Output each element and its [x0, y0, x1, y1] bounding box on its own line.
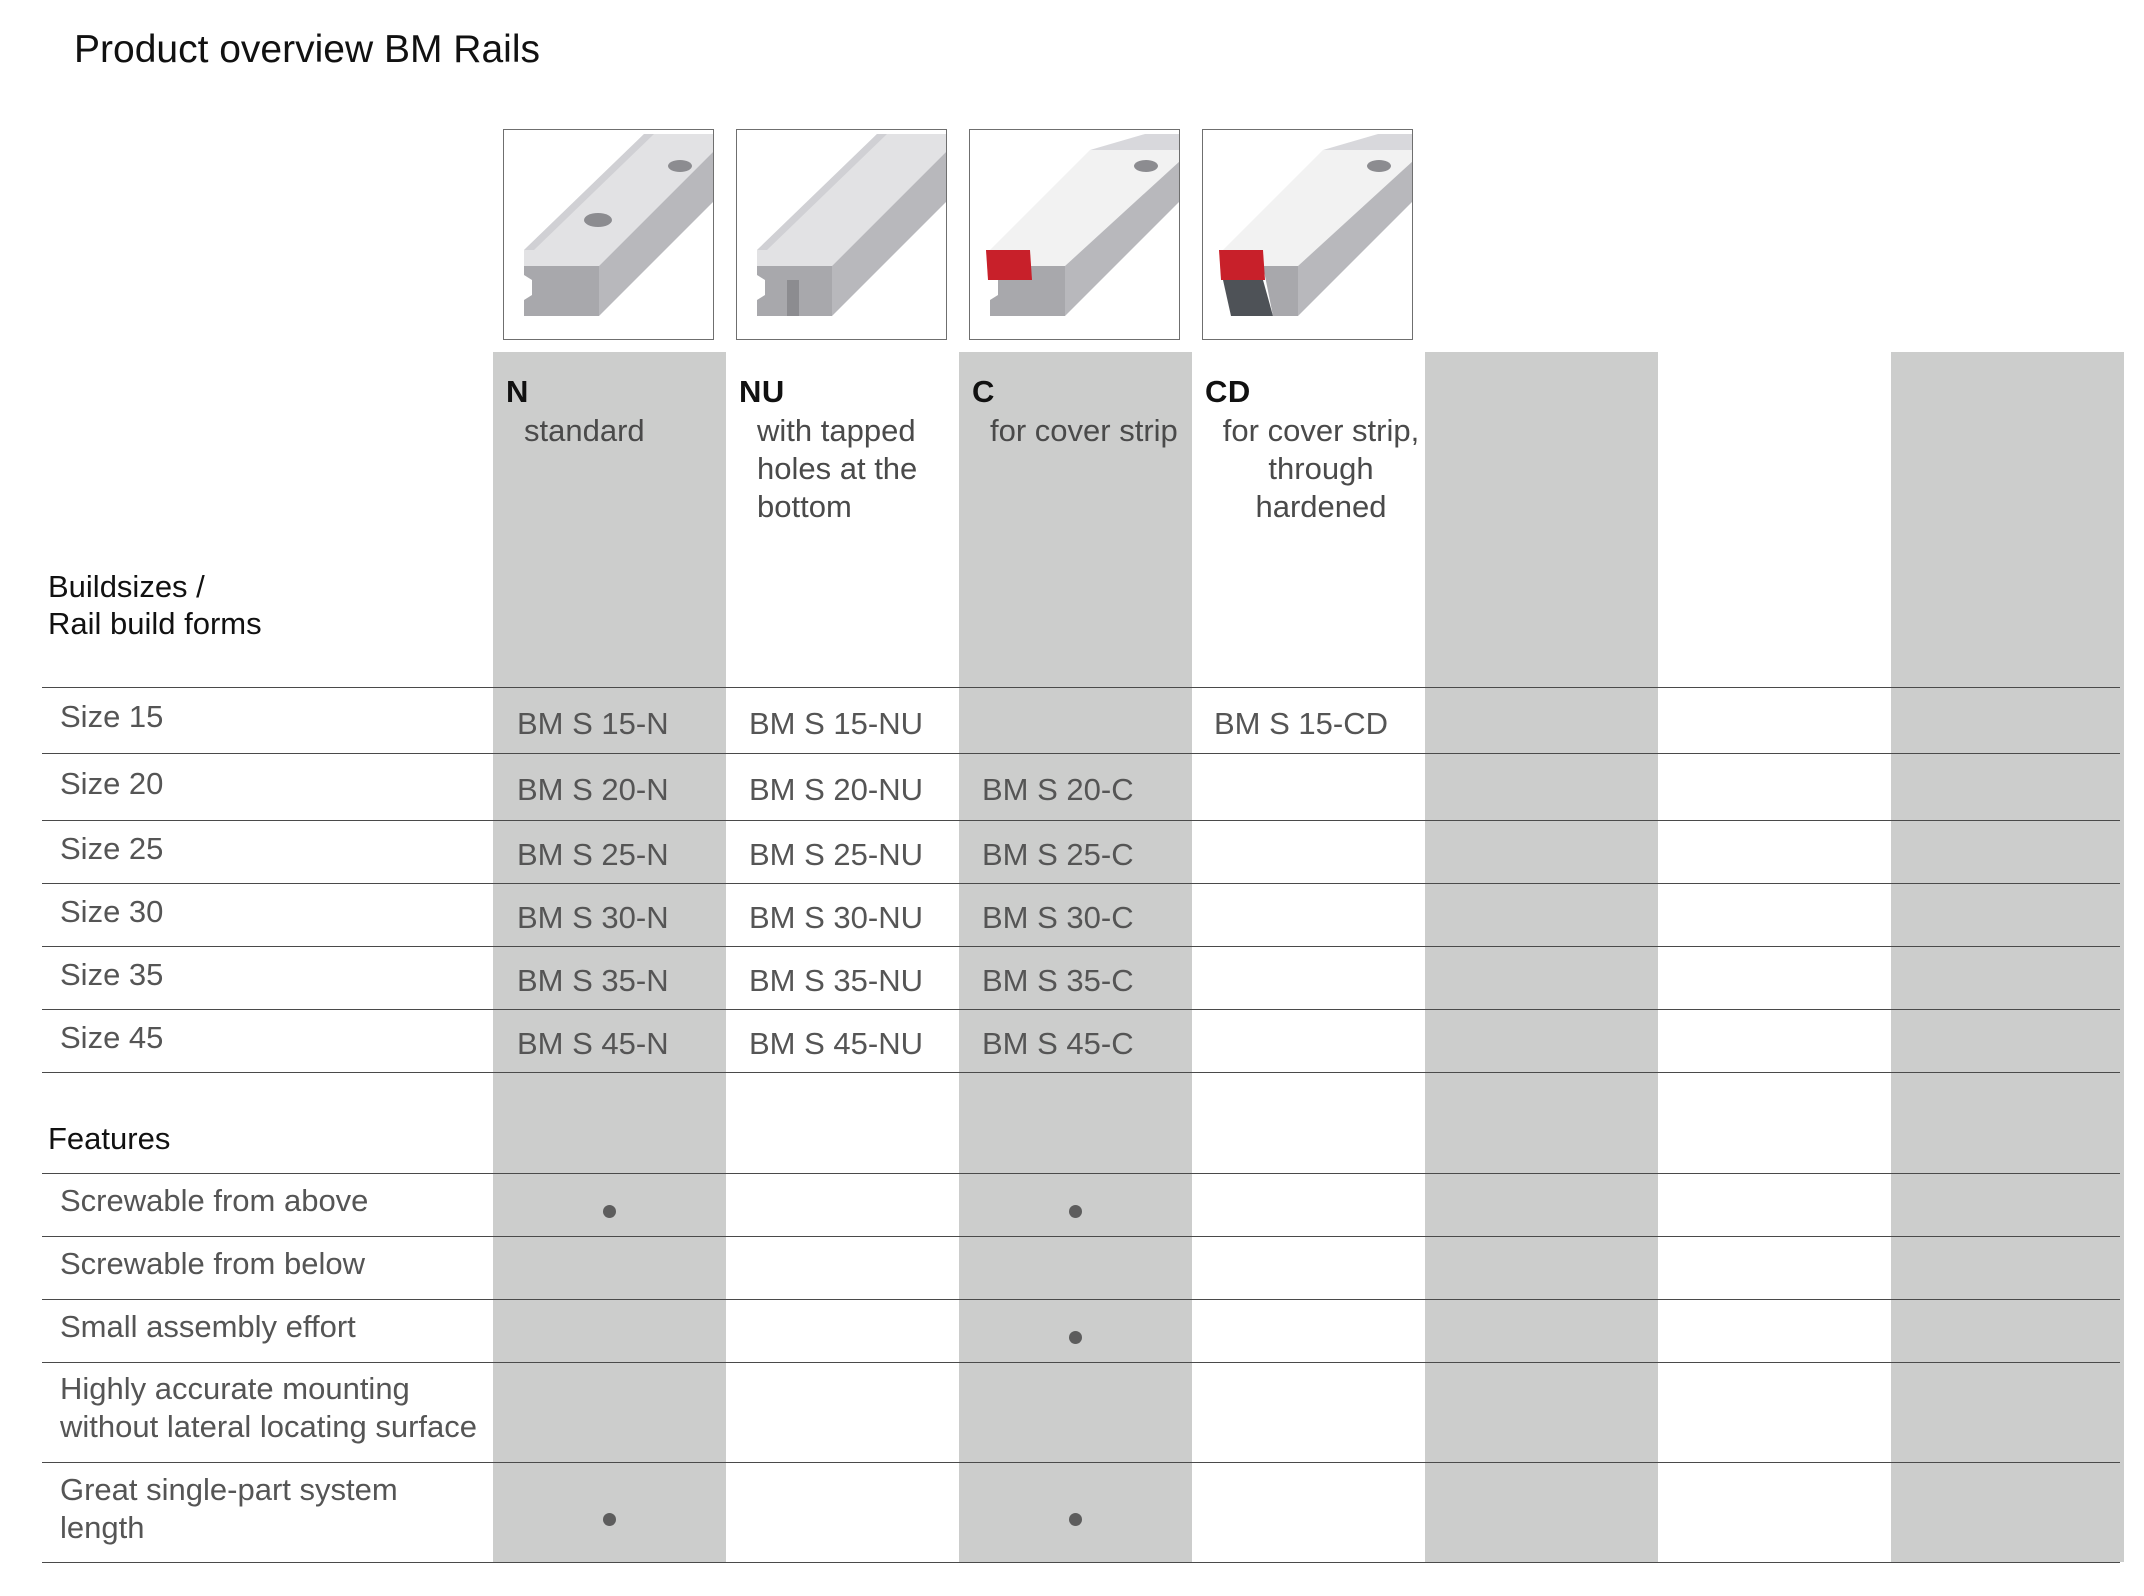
size-cell: BM S 15-NU [749, 706, 923, 741]
rail-nu-icon [736, 129, 947, 340]
size-cell: BM S 25-C [982, 837, 1134, 872]
column-header-c: C for cover strip [972, 374, 1194, 450]
column-code: NU [739, 374, 785, 409]
size-cell: BM S 20-N [517, 772, 669, 807]
size-cell: BM S 15-CD [1214, 706, 1388, 741]
column-stripe-c [959, 352, 1192, 1562]
feature-dot [603, 1513, 616, 1526]
size-cell: BM S 15-N [517, 706, 669, 741]
feature-dot [1069, 1205, 1082, 1218]
size-cell: BM S 20-C [982, 772, 1134, 807]
feature-label: Screwable from above [60, 1183, 369, 1218]
column-header-n: N standard [506, 374, 728, 450]
size-label: Size 20 [60, 766, 164, 801]
column-desc: with tapped holes at the bottom [757, 413, 918, 524]
size-label: Size 30 [60, 894, 164, 929]
column-header-nu: NU with tapped holes at the bottom [739, 374, 961, 526]
size-cell: BM S 45-N [517, 1026, 669, 1061]
column-code: C [972, 374, 995, 409]
rule [42, 687, 2120, 688]
rule [42, 1072, 2120, 1073]
rule [42, 1562, 2120, 1563]
size-cell: BM S 45-C [982, 1026, 1134, 1061]
feature-dot [1069, 1331, 1082, 1344]
column-desc: standard [524, 413, 645, 448]
size-label: Size 45 [60, 1020, 164, 1055]
column-stripe-empty-1 [1425, 352, 1658, 1562]
rule [42, 1462, 2120, 1463]
column-code: N [506, 374, 529, 409]
size-label: Size 25 [60, 831, 164, 866]
size-label: Size 35 [60, 957, 164, 992]
feature-label: Screwable from below [60, 1246, 365, 1281]
features-label: Features [48, 1121, 171, 1156]
rail-c-icon [969, 129, 1180, 340]
rule [42, 1173, 2120, 1174]
size-cell: BM S 35-NU [749, 963, 923, 998]
column-desc: for cover strip, through hardened [1222, 413, 1420, 524]
size-cell: BM S 35-N [517, 963, 669, 998]
feature-label: Great single-part system length [60, 1472, 398, 1545]
feature-dot [603, 1205, 616, 1218]
feature-label: Small assembly effort [60, 1309, 356, 1344]
rule [42, 753, 2120, 754]
size-cell: BM S 25-NU [749, 837, 923, 872]
rule [42, 883, 2120, 884]
size-cell: BM S 25-N [517, 837, 669, 872]
rule [42, 1299, 2120, 1300]
rule [42, 820, 2120, 821]
rail-n-icon [503, 129, 714, 340]
column-stripe-n [493, 352, 726, 1562]
size-cell: BM S 30-C [982, 900, 1134, 935]
rule [42, 946, 2120, 947]
size-label: Size 15 [60, 699, 164, 734]
rail-cd-icon [1202, 129, 1413, 340]
column-code: CD [1205, 374, 1251, 409]
size-cell: BM S 20-NU [749, 772, 923, 807]
rule [42, 1362, 2120, 1363]
size-cell: BM S 35-C [982, 963, 1134, 998]
rule [42, 1236, 2120, 1237]
feature-dot [1069, 1513, 1082, 1526]
page-title: Product overview BM Rails [74, 28, 540, 71]
rule [42, 1009, 2120, 1010]
column-header-cd: CD for cover strip, through hardened [1205, 374, 1427, 526]
size-cell: BM S 30-NU [749, 900, 923, 935]
size-cell: BM S 45-NU [749, 1026, 923, 1061]
column-stripe-empty-2 [1891, 352, 2124, 1562]
size-cell: BM S 30-N [517, 900, 669, 935]
buildsizes-label: Buildsizes / Rail build forms [48, 569, 262, 641]
column-desc: for cover strip [990, 413, 1178, 448]
feature-label: Highly accurate mounting without lateral… [60, 1371, 478, 1444]
